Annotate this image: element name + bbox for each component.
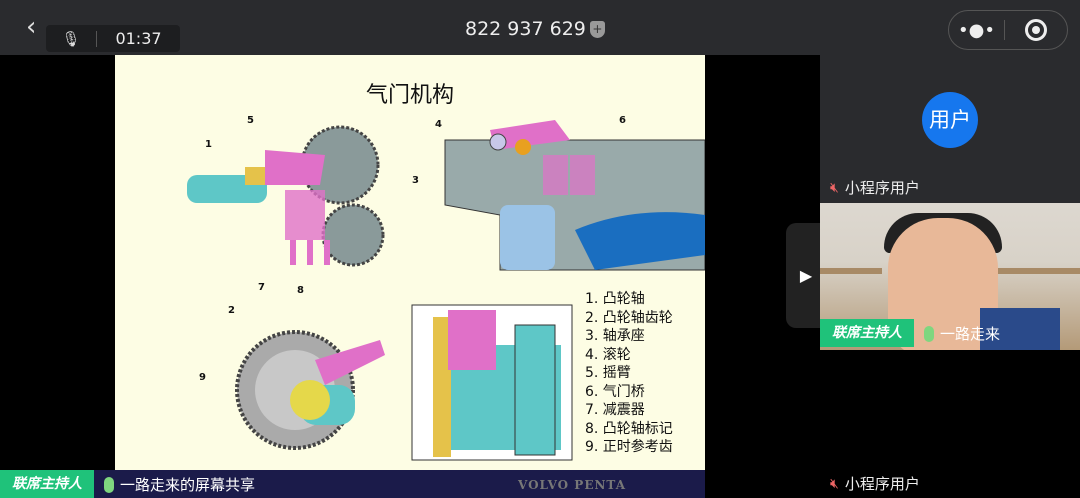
more-dots-icon[interactable]: •●•: [958, 19, 995, 41]
valve-mechanism-diagrams: 1 2 3 4 5 6 7 8 9: [187, 115, 705, 461]
callout-7: 7: [258, 282, 265, 293]
participant-name: 🔇︎ 小程序用户: [830, 177, 920, 198]
callout-9: 9: [199, 372, 206, 383]
shelf: [998, 268, 1080, 274]
share-label: 一路走来的屏幕共享: [104, 474, 255, 495]
callout-3: 3: [412, 175, 419, 186]
participant-tile[interactable]: 用户 🔇︎ 小程序用户: [820, 55, 1080, 203]
close-target-button[interactable]: [1005, 19, 1067, 41]
avatar: 用户: [922, 92, 978, 148]
meeting-timer: 01:37: [115, 29, 162, 48]
legend-item: 7. 减震器: [585, 402, 645, 418]
screen-share-bar: 联席主持人 一路走来的屏幕共享 VOLVO PENTA: [0, 470, 705, 498]
mic-icon: [924, 325, 934, 342]
legend-item: 2. 凸轮轴齿轮: [585, 309, 673, 326]
divider: [96, 30, 97, 47]
callout-5: 5: [247, 115, 254, 126]
shared-slide: 气门机构: [115, 55, 705, 470]
callout-8: 8: [297, 285, 304, 296]
mic-icon: [104, 476, 114, 493]
mic-muted-icon: 🔇︎: [830, 475, 839, 492]
meeting-id-text: 822 937 629: [465, 18, 586, 40]
co-host-badge: 联席主持人: [820, 319, 914, 347]
brand-logo: VOLVO PENTA: [518, 478, 627, 492]
video-person-jacket: [980, 308, 1060, 350]
mic-muted-icon[interactable]: 🎙︎: [61, 29, 81, 48]
expand-panel-button[interactable]: ▶: [786, 223, 826, 328]
participant-name-text: 小程序用户: [844, 475, 920, 493]
legend-item: 3. 轴承座: [585, 328, 645, 344]
damper-gear-diagram: [235, 330, 385, 450]
participant-name: 🔇︎ 小程序用户: [830, 473, 920, 494]
legend-item: 8. 凸轮轴标记: [585, 420, 673, 437]
legend-item: 5. 摇臂: [585, 365, 631, 381]
co-host-badge: 联席主持人: [0, 470, 94, 498]
legend-item: 4. 滚轮: [585, 346, 631, 363]
callout-2: 2: [228, 305, 235, 316]
timer-box: 🎙︎ 01:37: [46, 25, 180, 52]
cam-marks-diagram: [411, 304, 573, 461]
top-bar: ‹ 🎙︎ 01:37 822 937 629 + •●•: [0, 0, 1080, 55]
slide-title: 气门机构: [365, 83, 454, 108]
parts-legend: 1. 凸轮轴 2. 凸轮轴齿轮 3. 轴承座 4. 滚轮 5. 摇臂 6. 气门…: [585, 290, 673, 457]
cylinder-head-diagram: [444, 120, 705, 271]
participant-video-tile[interactable]: 联席主持人 一路走来: [820, 203, 1080, 350]
mini-program-capsule: •●•: [948, 10, 1068, 50]
mic-muted-icon: 🔇︎: [830, 179, 839, 196]
camshaft-diagram: [187, 125, 385, 267]
participant-name-text: 小程序用户: [844, 179, 920, 197]
legend-item: 9. 正时参考齿: [585, 439, 673, 455]
target-icon: [1025, 19, 1047, 41]
participant-name-text: 一路走来: [940, 325, 1001, 343]
participant-name: 一路走来: [924, 323, 1000, 344]
legend-item: 6. 气门桥: [585, 383, 645, 400]
legend-item: 1. 凸轮轴: [585, 291, 645, 307]
meeting-id: 822 937 629 +: [465, 18, 605, 40]
callout-4: 4: [435, 119, 442, 130]
shield-icon[interactable]: +: [589, 20, 605, 38]
back-chevron-icon[interactable]: ‹: [26, 12, 37, 42]
divider: [1004, 20, 1005, 40]
shelf: [820, 268, 882, 274]
share-label-text: 一路走来的屏幕共享: [120, 476, 256, 494]
callout-6: 6: [619, 115, 626, 126]
callout-1: 1: [205, 139, 212, 150]
